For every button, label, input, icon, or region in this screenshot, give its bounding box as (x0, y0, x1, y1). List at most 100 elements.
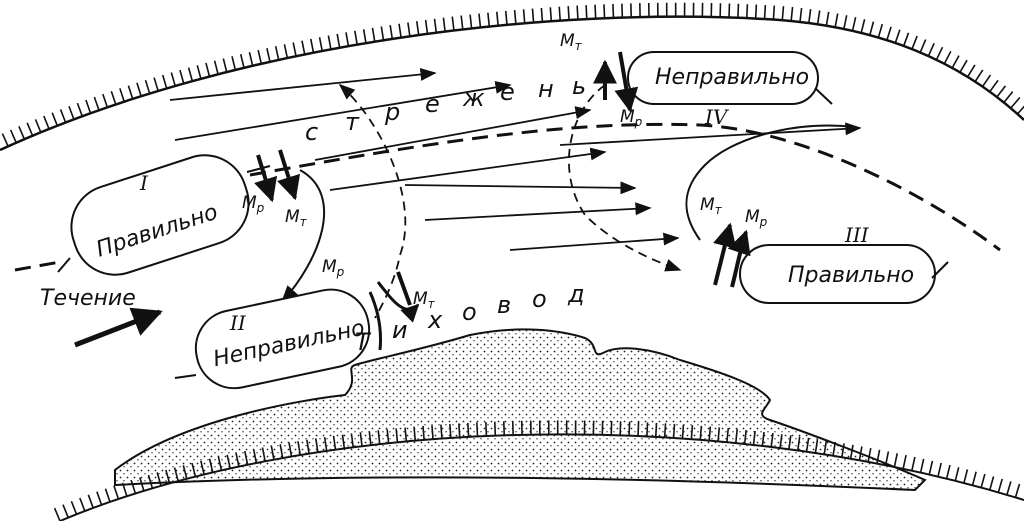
roman-III: III (844, 223, 870, 247)
hatch-tick (1006, 481, 1012, 496)
hatch-tick (43, 115, 50, 130)
hatch-tick (51, 112, 59, 127)
hatch-tick (85, 99, 92, 114)
mt-label-I: Мт (285, 207, 308, 229)
hatch-tick (504, 10, 508, 25)
hatch-tick (179, 69, 185, 84)
hatch-tick (283, 44, 289, 59)
hatch-tick (389, 24, 394, 40)
hatch-tick (772, 5, 776, 20)
mp-label-I: Мр (242, 193, 265, 215)
hatch-tick (336, 33, 341, 48)
quiet-word-letter: х (427, 306, 443, 334)
hatch-tick (594, 4, 597, 19)
hatch-tick (843, 15, 848, 30)
hatch-tick (971, 471, 977, 486)
hatch-tick (187, 67, 194, 82)
current-label: Течение (40, 286, 136, 311)
hatch-tick (266, 47, 271, 62)
hatch-tick (834, 13, 839, 28)
hatch-tick (451, 16, 455, 31)
hatch-tick (513, 10, 517, 25)
hatch-tick (213, 60, 219, 75)
hatch-tick (327, 35, 332, 50)
hatch-tick (62, 504, 69, 518)
hatch-tick (26, 122, 34, 137)
hatch-tick (76, 102, 83, 117)
hatch-tick (345, 32, 350, 47)
hatch-tick (1003, 91, 1014, 103)
boat-IV: Неправильно (627, 51, 833, 105)
hatch-tick (469, 14, 473, 29)
hatch-tick (966, 64, 976, 78)
boat-III-label: Правильно (788, 263, 914, 288)
hatch-tick (9, 129, 17, 144)
hatch-tick (558, 6, 561, 21)
hatch-tick (93, 96, 100, 111)
hatch-tick (902, 454, 907, 470)
hatch-tick (248, 51, 254, 66)
boat-II: Неправильно (174, 288, 371, 390)
mt-label-IV: Мт (560, 31, 583, 53)
hatch-tick (127, 85, 134, 100)
hatch-tick (894, 29, 901, 44)
hatch-tick (928, 460, 934, 475)
hatch-tick (170, 72, 176, 87)
hatch-tick (919, 458, 925, 473)
hatch-tick (274, 46, 280, 61)
hatch-tick (935, 46, 944, 61)
hatch-tick (59, 109, 67, 123)
hatch-tick (442, 17, 446, 32)
stream-word-letter: с (305, 118, 318, 146)
hatch-tick (136, 82, 142, 97)
hatch-tick (102, 93, 109, 108)
hatch-tick (540, 7, 544, 22)
hatch-tick (877, 23, 884, 38)
quiet-word-letter: о (532, 285, 547, 313)
hatch-tick (945, 464, 951, 479)
hatch-tick (318, 37, 323, 52)
hatch-tick (1, 133, 9, 147)
hatch-tick (754, 4, 758, 19)
hatch-tick (415, 21, 420, 36)
hatch-tick (860, 19, 866, 34)
hatch-tick (954, 467, 960, 482)
hatch-tick (110, 90, 117, 105)
mp-label-III: Мр (745, 207, 768, 229)
hatch-tick (18, 126, 26, 140)
hatch-tick (196, 65, 202, 80)
hatch-tick (522, 9, 526, 24)
hatch-tick (996, 85, 1007, 98)
hatch-tick (919, 39, 927, 53)
hatch-tick (549, 7, 553, 22)
hatch-tick (808, 9, 812, 24)
hatch-tick (292, 42, 297, 57)
hatch-tick (53, 507, 61, 521)
quiet-word-letter: о (462, 298, 477, 326)
hatch-tick (231, 56, 237, 71)
hatch-tick (886, 26, 892, 41)
hatch-tick (943, 50, 952, 65)
hatch-tick (981, 74, 992, 87)
stream-axis-dashed (14, 122, 1001, 272)
hatch-tick (354, 30, 358, 45)
hatch-tick (87, 494, 94, 509)
hatch-tick (309, 38, 315, 53)
stream-word-letter: ь (572, 72, 586, 100)
hatch-tick (603, 4, 606, 19)
hatch-tick (612, 3, 615, 18)
hatch-tick (478, 13, 482, 28)
stream-word-letter: т (345, 108, 360, 136)
hatch-tick (927, 42, 935, 57)
hatch-tick (893, 453, 899, 468)
top-bank-hatching (0, 2, 1024, 150)
hatch-tick (433, 18, 438, 33)
hatch-tick (205, 62, 211, 77)
hatch-tick (371, 27, 376, 42)
hatch-tick (911, 456, 916, 471)
hatch-tick (119, 88, 125, 102)
hatch-tick (963, 469, 969, 484)
hatch-tick (495, 11, 499, 26)
